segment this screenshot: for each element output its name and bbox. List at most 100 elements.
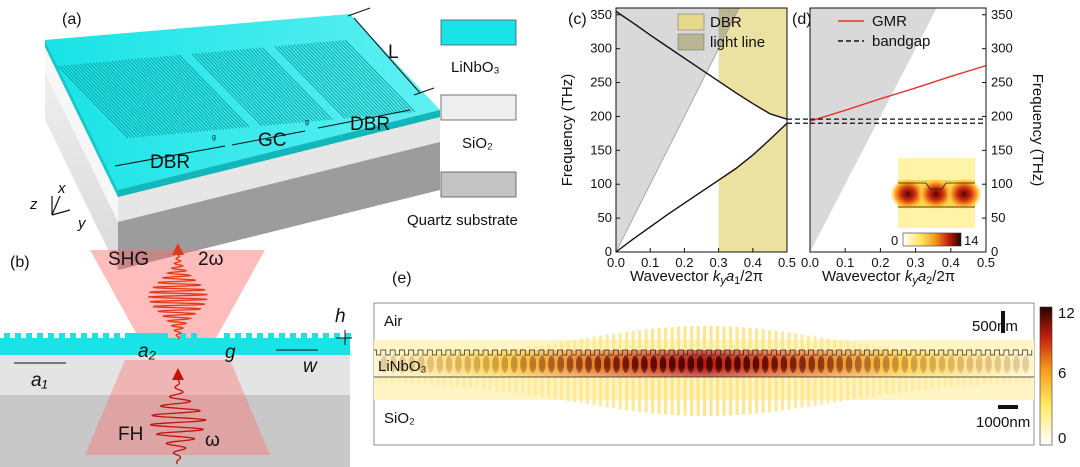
gmr-line — [809, 64, 987, 122]
grating-stripe — [328, 41, 400, 114]
x-tick-label: 0.1 — [836, 255, 854, 270]
y-tick-label: 150 — [590, 142, 612, 157]
label-sio2-e: SiO₂ — [384, 410, 415, 427]
grating-tooth-center — [130, 333, 168, 338]
scale-label-vertical: 500nm — [972, 318, 1018, 335]
axis-y-label: y — [77, 215, 87, 232]
grating-stripe — [252, 48, 323, 121]
fh-arrow-icon — [172, 368, 184, 380]
grating-stripe — [67, 64, 138, 138]
x-tick-label: 0.2 — [675, 255, 693, 270]
grating-stripe — [92, 62, 164, 136]
grating-stripe — [105, 61, 177, 134]
grating-stripe — [201, 52, 272, 126]
grating-stripe — [102, 61, 173, 135]
grating-stripe — [172, 55, 244, 128]
y-tick-label: 0 — [605, 244, 612, 259]
label-two-omega: 2ω — [198, 249, 224, 270]
linbo3-grating-layer — [0, 338, 350, 355]
panel-a-label: (a) — [62, 11, 82, 28]
colorbar-tick-0: 0 — [1058, 430, 1066, 447]
label-dbr-right: DBR — [350, 114, 390, 135]
panel-e-label: (e) — [392, 270, 412, 287]
grating-stripe — [73, 64, 145, 137]
grating-stripes — [57, 39, 416, 139]
chart-c-xlabel: Wavevector kya1/2π — [630, 268, 763, 287]
label-linbo3-e: LiNbO₃ — [378, 358, 427, 375]
grating-tooth — [103, 333, 109, 338]
x-tick-label: 0.4 — [942, 255, 960, 270]
grating-stripe — [194, 53, 266, 126]
grating-stripe — [239, 49, 311, 122]
inset-colorbar-max: 14 — [964, 233, 978, 248]
label-length: L — [388, 42, 399, 63]
y-tick-label: 0 — [991, 244, 998, 259]
grating-stripe — [156, 56, 228, 130]
grating-stripe — [274, 46, 346, 119]
label-w: w — [303, 356, 318, 377]
x-tick-label: 0.3 — [710, 255, 728, 270]
panel-e: (e) Air LiNbO₃ SiO₂ 500nm 1000nm 12 6 0 — [373, 270, 1075, 447]
grating-tooth — [59, 333, 65, 338]
grating-stripe — [309, 42, 381, 116]
y-tick-label: 150 — [991, 142, 1013, 157]
grating-stripe — [293, 44, 365, 117]
grating-stripe — [306, 43, 378, 116]
chart-d-ylabel: Frequency (THz) — [1029, 74, 1046, 187]
inset-colorbar-min: 0 — [891, 233, 898, 248]
label-gap-1: g — [212, 134, 216, 141]
legend-swatch-light-line — [677, 33, 705, 51]
grating-tooth — [301, 333, 307, 338]
light-cone-region — [810, 8, 937, 252]
x-tick-label: 0.5 — [977, 255, 995, 270]
grating-stripe — [242, 48, 314, 122]
grating-tooth — [15, 333, 21, 338]
grating-stripe — [140, 58, 212, 131]
grating-stripe — [280, 45, 352, 119]
grating-stripe — [137, 58, 209, 132]
panel-c-label: (c) — [568, 11, 587, 28]
legend-label-light-line: light line — [710, 34, 765, 51]
grating-stripe — [178, 54, 250, 128]
grating-stripe — [159, 56, 231, 130]
grating-tooth — [92, 333, 98, 338]
grating-stripe — [312, 42, 384, 116]
grating-stripe — [95, 62, 167, 135]
chart-c-legend: DBR light line — [677, 13, 765, 51]
grating-stripe — [166, 55, 237, 129]
grating-stripe — [315, 42, 387, 115]
panel-b-label: (b) — [10, 254, 30, 271]
grating-stripe — [169, 55, 240, 129]
grating-stripe — [207, 52, 279, 125]
grating-stripe — [255, 47, 327, 121]
y-tick-label: 200 — [991, 108, 1013, 123]
grating-stripe — [249, 48, 320, 121]
y-tick-label: 300 — [590, 41, 612, 56]
legend-label-bandgap: bandgap — [872, 33, 930, 50]
band-curve-0 — [615, 122, 788, 253]
grating-stripe — [121, 59, 193, 133]
grating-tooth — [48, 333, 54, 338]
fh-wavepacket — [149, 379, 207, 465]
colorbar-tick-12: 12 — [1058, 305, 1075, 322]
sio2-layer-front — [45, 47, 118, 222]
legend-label-sio2: SiO₂ — [462, 135, 493, 152]
linbo3-edge-front — [45, 40, 118, 197]
legend-label-linbo3: LiNbO₃ — [451, 59, 500, 76]
grating-stripe — [175, 54, 247, 128]
legend-label-quartz: Quartz substrate — [407, 212, 518, 229]
grating-stripe — [303, 43, 374, 117]
grating-stripe — [341, 39, 413, 113]
grating-tooth — [26, 333, 32, 338]
grating-tooth — [70, 333, 76, 338]
grating-stripe — [204, 52, 276, 126]
scale-bar-vertical — [1001, 311, 1005, 333]
grating-stripe — [108, 61, 180, 134]
x-tick-label: 0.4 — [744, 255, 762, 270]
label-gap-2: g — [305, 119, 309, 126]
x-tick-label: 0.0 — [801, 255, 819, 270]
